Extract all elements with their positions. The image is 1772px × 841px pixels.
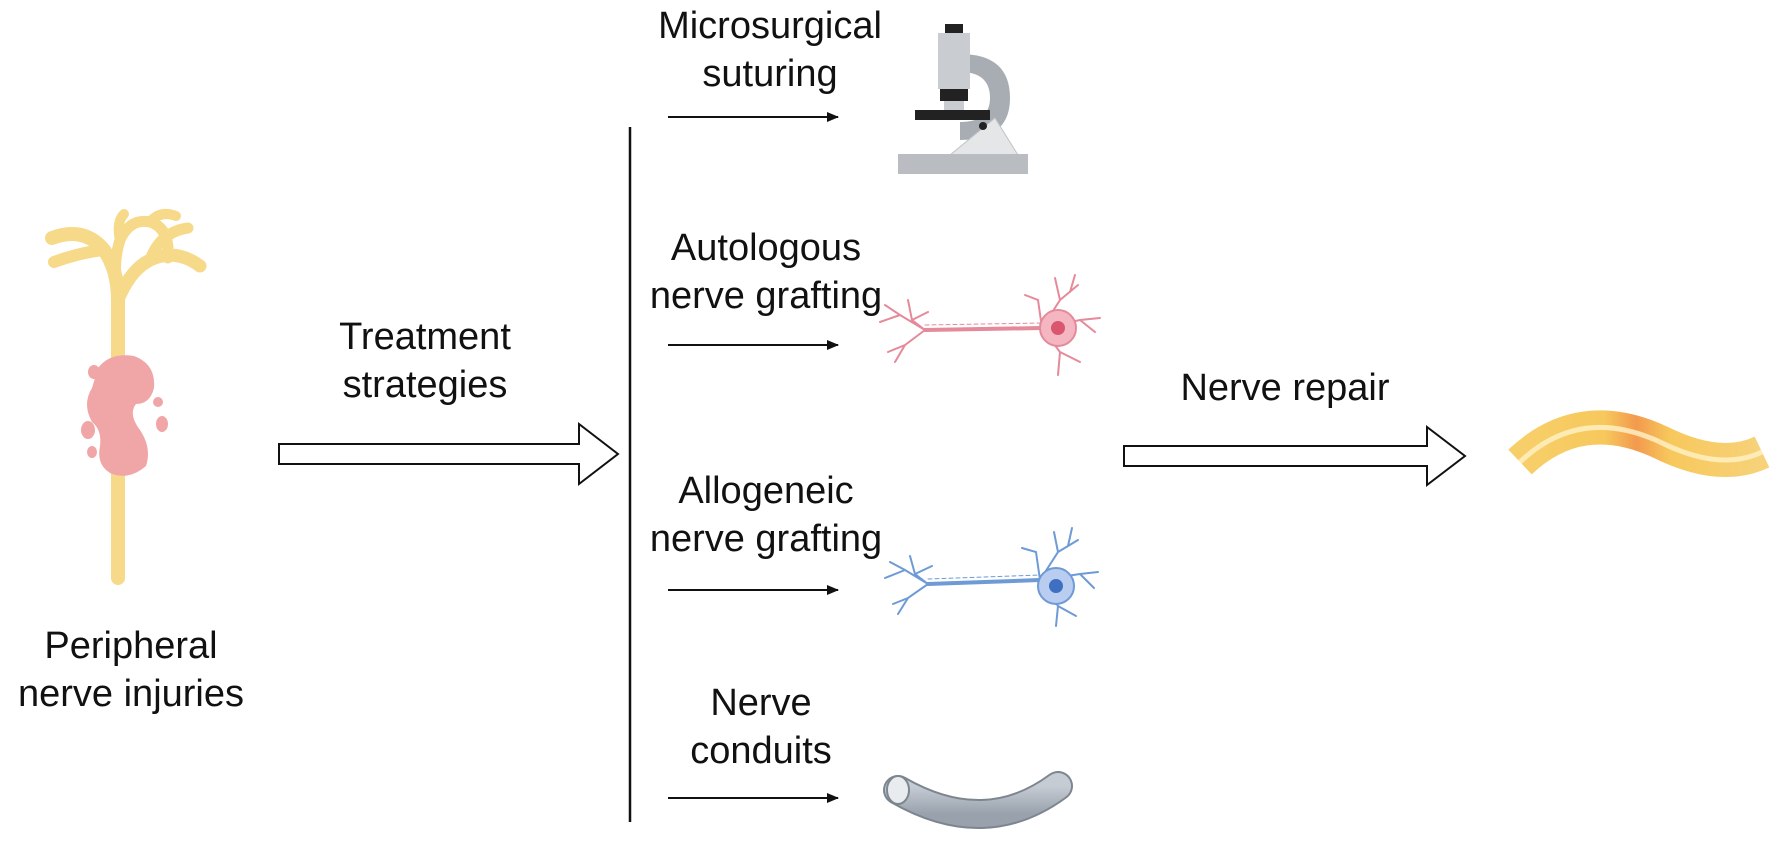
- repaired-nerve-icon: [1508, 410, 1770, 477]
- microscope-icon: [898, 24, 1028, 174]
- treatment-arrow: [278, 421, 620, 487]
- strategy-label-microsurgical: Microsurgical suturing: [658, 5, 882, 95]
- treatment-strategies-label: Treatment strategies: [339, 316, 511, 406]
- repair-arrow: [1123, 424, 1467, 488]
- pink-neuron-icon: [879, 274, 1101, 376]
- nerve-repair-label: Nerve repair: [1180, 367, 1390, 409]
- strategy-label-autologous: Autologous nerve grafting: [649, 227, 883, 317]
- peripheral-nerve-injuries-label: Peripheral nerve injuries: [18, 625, 244, 715]
- conduit-tube-icon: [883, 771, 1073, 829]
- blue-neuron-icon: [884, 527, 1099, 627]
- strategy-label-conduits: Nerve conduits: [690, 682, 832, 772]
- injury-site: [81, 355, 168, 476]
- injured-neuron-icon: [45, 209, 207, 585]
- strategy-label-allogeneic: Allogeneic nerve grafting: [649, 470, 883, 560]
